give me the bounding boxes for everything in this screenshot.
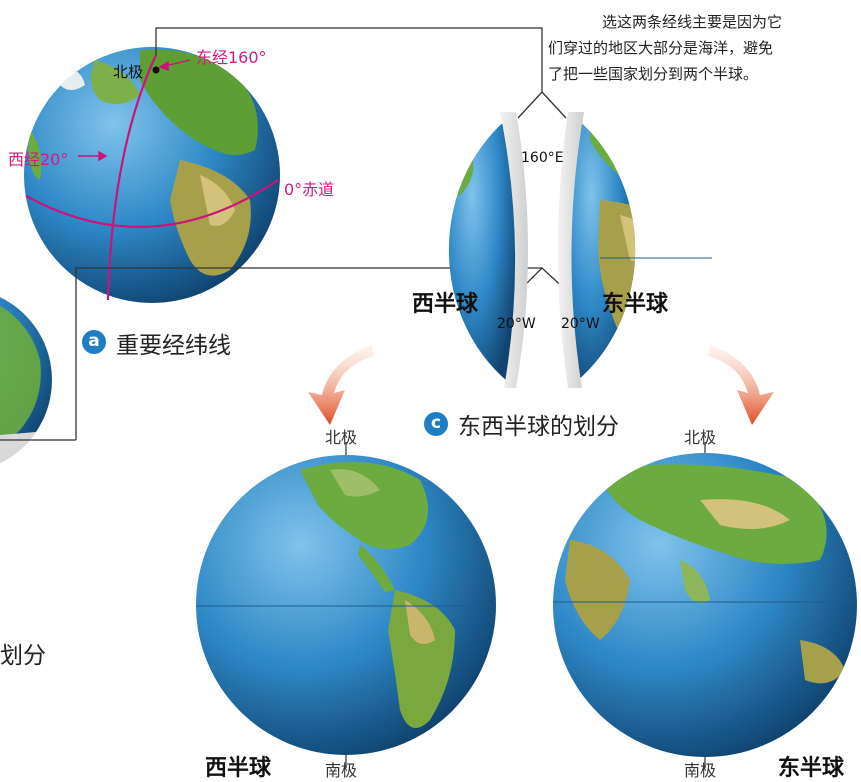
western-hemisphere-title: 西半球	[205, 756, 272, 781]
meridian-160e-label: 160°E	[521, 150, 564, 166]
partial-globe	[0, 297, 52, 472]
arrow-right	[708, 345, 774, 425]
north-pole-left-label: 北极	[325, 428, 358, 447]
south-pole-left-label: 南极	[325, 761, 358, 780]
globe-eastern	[553, 442, 857, 768]
west-hemisphere-label: 西半球	[412, 292, 479, 317]
west-20-label: 西经20°	[8, 150, 69, 169]
caption-c: 东西半球的划分	[458, 414, 619, 440]
note-line-1: 选这两条经线主要是因为它	[602, 13, 783, 31]
north-pole-right-label: 北极	[684, 428, 717, 447]
w20-left-label: 20°W	[497, 316, 536, 332]
partial-caption: 划分	[0, 643, 46, 669]
east-hemisphere-label: 东半球	[602, 292, 669, 317]
globe-a	[24, 47, 280, 303]
arrow-left	[308, 345, 374, 425]
connector-lines	[0, 27, 593, 441]
eastern-hemisphere-title: 东半球	[778, 756, 845, 781]
globe-western	[196, 442, 496, 768]
w20-right-label: 20°W	[561, 316, 600, 332]
south-pole-right-label: 南极	[684, 761, 717, 780]
note-line-2: 们穿过的地区大部分是海洋，避免	[548, 39, 774, 57]
east-160-label: 东经160°	[196, 48, 267, 67]
north-pole-label: 北极	[113, 63, 144, 81]
badge-a: a	[82, 330, 106, 354]
equator-label: 0°赤道	[284, 180, 335, 199]
note-line-3: 了把一些国家划分到两个半球。	[548, 65, 759, 83]
caption-a: 重要经纬线	[116, 333, 231, 359]
badge-c: c	[424, 412, 448, 436]
label-pointers	[78, 59, 191, 162]
